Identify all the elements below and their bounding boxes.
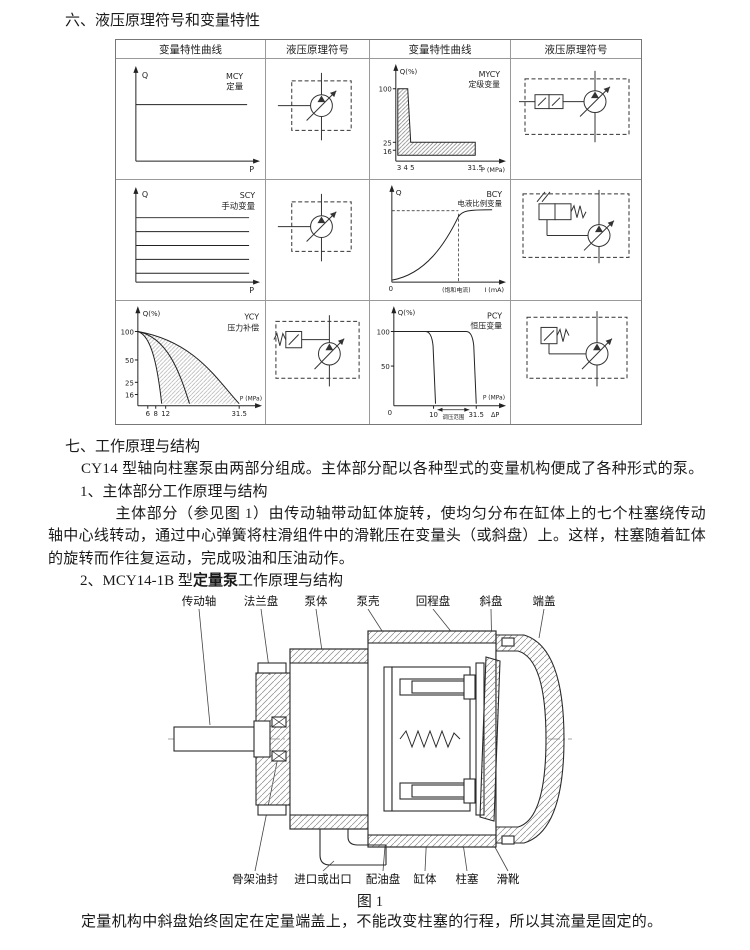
subsection2-title-bold: 定量泵 <box>192 573 238 589</box>
table-header-curve-1: 变量特性曲线 <box>116 40 266 59</box>
svg-text:3 4 5: 3 4 5 <box>397 164 415 172</box>
svg-text:MCY: MCY <box>226 72 243 81</box>
svg-text:电液比例变量: 电液比例变量 <box>457 198 502 208</box>
svg-text:50: 50 <box>381 362 390 371</box>
chart-mcy-fixed-displacement: Q P MCY 定量 <box>116 59 266 180</box>
svg-text:手动变量: 手动变量 <box>221 201 255 211</box>
svg-text:Q: Q <box>396 188 402 197</box>
symbol-ycy-pump <box>266 301 370 424</box>
table-header-symbol-1: 液压原理符号 <box>266 40 370 59</box>
part-label-swash-plate: 斜盘 <box>479 596 503 608</box>
svg-text:25: 25 <box>383 139 392 147</box>
part-label-drive-shaft: 传动轴 <box>181 596 217 608</box>
svg-text:P (MPa): P (MPa) <box>240 396 262 403</box>
svg-text:I (mA): I (mA) <box>484 286 504 294</box>
subsection1-paragraph: 主体部分（参见图 1）由传动轴带动缸体旋转，使均匀分布在缸体上的七个柱塞绕传动轴… <box>48 505 706 567</box>
chart-bcy-proportional-variable: Q 0 (饱和电流) I (mA) BCY 电液比例变量 <box>370 180 511 301</box>
svg-text:0: 0 <box>388 408 392 417</box>
subsection2-title-prefix: 2、MCY14-1B 型 <box>80 573 193 589</box>
subsection2-title: 2、MCY14-1B 型定量泵工作原理与结构 <box>80 570 706 592</box>
svg-text:16: 16 <box>383 148 392 156</box>
svg-text:Q(%): Q(%) <box>400 68 418 76</box>
svg-text:Q: Q <box>142 190 148 199</box>
svg-text:6: 6 <box>146 409 151 418</box>
part-label-flange: 法兰盘 <box>243 596 279 608</box>
part-label-slipper: 滑靴 <box>496 874 520 886</box>
part-label-return-plate: 回程盘 <box>415 596 451 608</box>
svg-text:BCY: BCY <box>487 190 503 199</box>
symbol-bcy-pump <box>511 180 641 301</box>
svg-text:P (MPa): P (MPa) <box>483 395 505 402</box>
svg-text:(饱和电流): (饱和电流) <box>442 286 470 294</box>
part-label-inlet-outlet: 进口或出口 <box>294 874 352 886</box>
table-header-symbol-2: 液压原理符号 <box>511 40 641 59</box>
closing-paragraph: 定量机构中斜盘始终固定在定量端盖上，不能改变柱塞的行程，所以其流量是固定的。 <box>81 914 663 930</box>
section7-title: 七、工作原理与结构 <box>65 439 201 455</box>
pump-cross-section-drawing <box>168 609 572 872</box>
part-label-pump-shell: 泵壳 <box>356 596 380 608</box>
svg-text:100: 100 <box>121 327 134 336</box>
section7-intro-paragraph: CY14 型轴向柱塞泵由两部分组成。主体部分配以各种型式的变量机构便成了各种形式… <box>81 461 704 477</box>
svg-text:Q(%): Q(%) <box>398 308 416 317</box>
svg-text:定级变量: 定级变量 <box>468 79 500 89</box>
symbol-scy-pump <box>266 180 370 301</box>
svg-text:50: 50 <box>125 356 134 365</box>
symbol-mcy-pump <box>266 59 370 180</box>
table-header-curve-2: 变量特性曲线 <box>370 40 511 59</box>
chart-scy-manual-variable: Q P SCY 手动变量 <box>116 180 266 301</box>
svg-text:31.5: 31.5 <box>468 164 483 172</box>
svg-text:100: 100 <box>377 327 390 336</box>
svg-text:PCY: PCY <box>487 311 502 320</box>
svg-text:31.5: 31.5 <box>469 410 484 419</box>
chart-ycy-pressure-compensated: Q(%) 100 50 25 16 6 8 12 31.5 P (MPa) YC… <box>116 301 266 424</box>
part-label-end-cover: 端盖 <box>532 596 556 608</box>
part-label-pump-body: 泵体 <box>304 596 328 608</box>
svg-text:31.5: 31.5 <box>231 409 246 418</box>
svg-text:MYCY: MYCY <box>479 70 501 79</box>
svg-text:12: 12 <box>161 409 170 418</box>
svg-text:0: 0 <box>389 285 393 293</box>
svg-text:P: P <box>249 286 254 295</box>
svg-text:8: 8 <box>154 409 158 418</box>
chart-mycy-stepped-variable: Q(%) 100 25 16 3 4 5 31.5 P (MPa) MYCY 定… <box>370 59 511 180</box>
symbol-mycy-pump <box>511 59 641 180</box>
svg-text:SCY: SCY <box>240 191 255 200</box>
svg-text:P: P <box>249 165 254 174</box>
part-label-valve-plate: 配油盘 <box>365 874 401 886</box>
figure-1-caption: 图 1 <box>356 894 384 910</box>
svg-text:YCY: YCY <box>243 312 259 321</box>
subsection1-title: 1、主体部分工作原理与结构 <box>80 483 268 500</box>
svg-text:25: 25 <box>125 378 134 387</box>
section6-title: 六、液压原理符号和变量特性 <box>65 13 261 29</box>
svg-text:10: 10 <box>429 410 438 419</box>
svg-text:定量: 定量 <box>226 82 243 92</box>
svg-text:恒压变量: 恒压变量 <box>470 320 502 330</box>
svg-text:100: 100 <box>379 86 392 94</box>
hydraulic-characteristics-table: 变量特性曲线 液压原理符号 变量特性曲线 液压原理符号 Q P MCY 定量 <box>115 39 642 425</box>
svg-text:16: 16 <box>125 390 134 399</box>
part-label-shaft-seal: 骨架油封 <box>232 874 278 886</box>
chart-pcy-constant-pressure: Q(%) 100 50 0 10 调压范围 31.5 ΔP P (MPa) PC… <box>370 301 511 424</box>
svg-text:调压范围: 调压范围 <box>443 413 465 421</box>
part-label-piston: 柱塞 <box>455 874 479 886</box>
figure-1-pump-diagram: 传动轴 法兰盘 泵体 泵壳 回程盘 斜盘 端盖 <box>160 595 580 891</box>
svg-text:压力补偿: 压力补偿 <box>227 322 259 332</box>
symbol-pcy-pump <box>511 301 641 424</box>
part-label-cylinder: 缸体 <box>413 874 437 886</box>
svg-text:ΔP: ΔP <box>491 411 499 419</box>
subsection2-title-suffix: 工作原理与结构 <box>237 573 343 589</box>
svg-text:Q: Q <box>142 71 148 80</box>
svg-text:Q(%): Q(%) <box>143 309 161 318</box>
svg-text:P (MPa): P (MPa) <box>481 166 505 174</box>
